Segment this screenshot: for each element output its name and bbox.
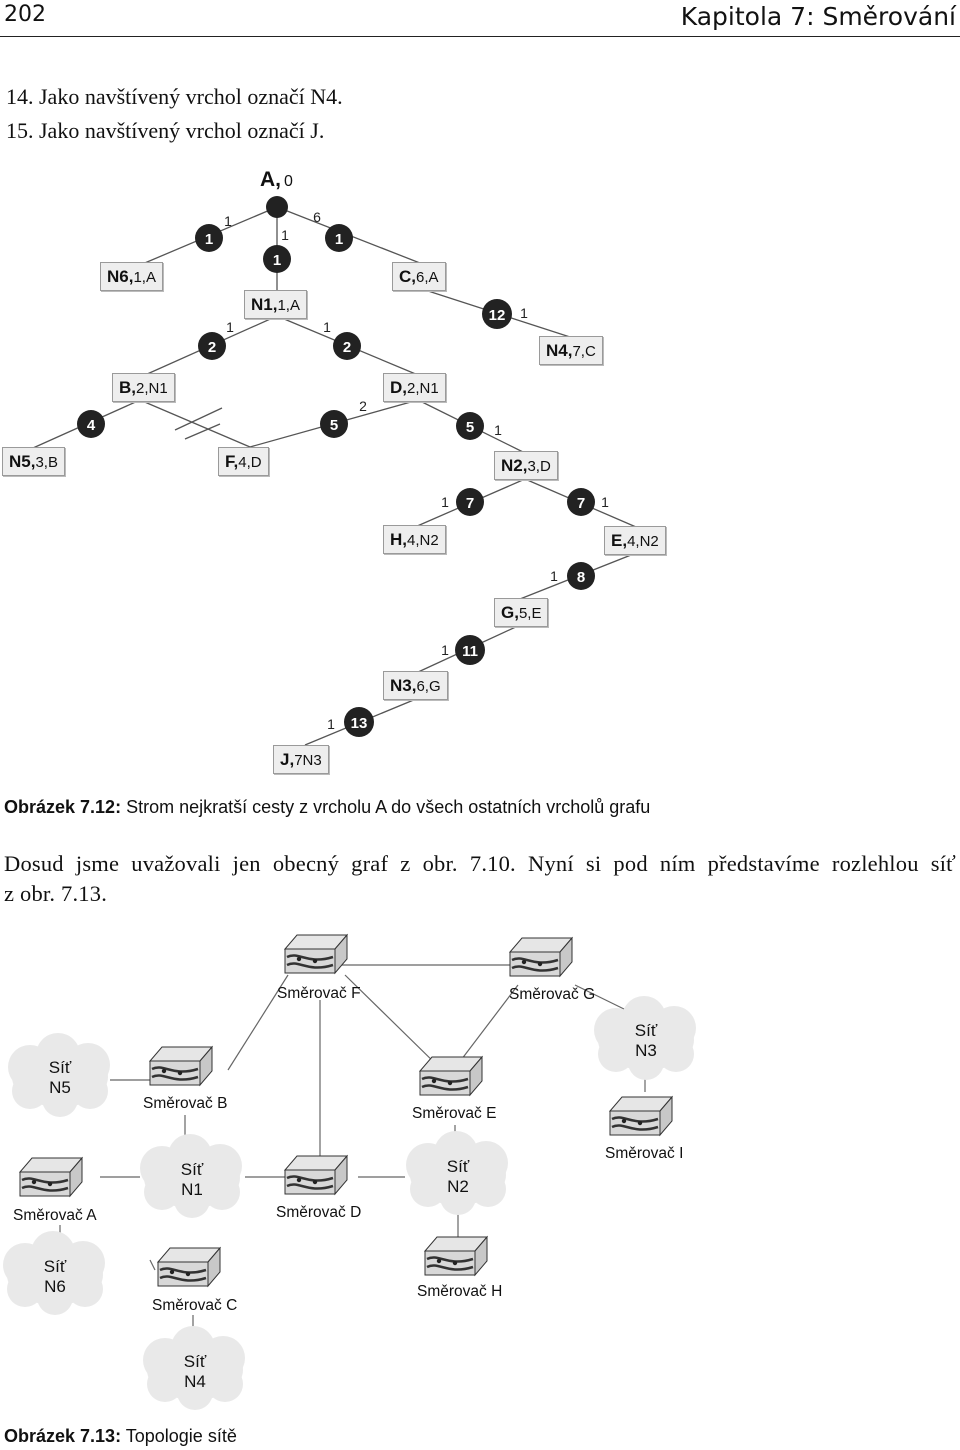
- root-label-value: 0: [284, 173, 293, 190]
- step-marker-5b: [456, 412, 484, 440]
- edge-weight: 1: [441, 642, 449, 658]
- body-paragraph: Dosud jsme uvažovali jen obecný graf z o…: [4, 849, 956, 909]
- figure-caption-7-13: Obrázek 7.13: Topologie sítě: [4, 1426, 237, 1446]
- router-D-label: Směrovač D: [276, 1204, 362, 1221]
- tree-node-N5: N5,3,B: [2, 447, 65, 476]
- marker-text: 12: [489, 307, 506, 324]
- marker-text: 1: [205, 231, 213, 248]
- step-14: 14. Jako navštívený vrchol označí N4.: [6, 84, 343, 109]
- router-D-icon: [283, 1154, 349, 1196]
- shortest-path-tree-diagram: 1 1 1 12 2 2 4 5 5 7 7 8 11 13 1 1 6 1 1…: [32, 168, 637, 746]
- tree-node-N2: N2,3,D: [494, 451, 558, 480]
- step-marker-7a: [456, 488, 484, 516]
- edge-weight: 1: [281, 227, 289, 243]
- marker-text: 1: [335, 231, 343, 248]
- tree-node-G: G,5,E: [494, 598, 549, 627]
- tree-node-C: C,6,A: [392, 262, 446, 291]
- marker-text: 11: [462, 643, 478, 660]
- marker-text: 7: [466, 495, 474, 512]
- page-header: 202 Kapitola 7: Směrování: [0, 0, 960, 37]
- marker-text: 7: [577, 495, 585, 512]
- router-C-label: Směrovač C: [152, 1297, 238, 1314]
- router-I-icon: [608, 1095, 674, 1137]
- edge-weight: 1: [441, 494, 449, 510]
- step-marker-12: [482, 299, 512, 329]
- step-marker-1a: [195, 224, 223, 252]
- marker-text: 2: [343, 339, 351, 356]
- figure-caption-7-12: Obrázek 7.12: Strom nejkratší cesty z vr…: [4, 797, 651, 817]
- edge-weight: 1: [323, 319, 331, 335]
- edge-weight: 1: [494, 422, 502, 438]
- step-marker-13: [344, 707, 374, 737]
- router-F-icon: [283, 933, 349, 975]
- router-H-label: Směrovač H: [417, 1283, 503, 1300]
- tree-node-D: D,2,N1: [383, 373, 446, 402]
- marker-text: 5: [330, 417, 338, 434]
- tree-node-H: H,4,N2: [383, 525, 446, 554]
- tree-node-N4: N4,7,C: [539, 336, 603, 365]
- step-marker-5a: [320, 410, 348, 438]
- network-topology-diagram: [3, 933, 696, 1410]
- edge-weight: 1: [601, 494, 609, 510]
- marker-text: 1: [273, 252, 281, 269]
- marker-text: 2: [208, 339, 216, 356]
- tree-node-J: J,7N3: [273, 745, 329, 774]
- router-B-icon: [148, 1045, 214, 1087]
- router-F-label: Směrovač F: [277, 985, 361, 1002]
- router-G-icon: [508, 936, 574, 978]
- router-B-label: Směrovač B: [143, 1095, 228, 1112]
- step-marker-2b: [333, 332, 361, 360]
- tree-node-B: B,2,N1: [112, 373, 175, 402]
- edge-weight: 1: [550, 568, 558, 584]
- root-label-name: A,: [260, 168, 281, 191]
- step-marker-1b: [263, 245, 291, 273]
- root-node-dot: [266, 196, 288, 218]
- marker-text: 13: [351, 715, 368, 732]
- router-H-icon: [423, 1235, 489, 1277]
- paragraph-line-1: Dosud jsme uvažovali jen obecný graf z o…: [4, 851, 956, 876]
- step-marker-1c: [325, 224, 353, 252]
- edge-weight: 1: [226, 319, 234, 335]
- chapter-title: Kapitola 7: Směrování: [680, 2, 956, 31]
- step-marker-7b: [567, 488, 595, 516]
- paragraph-line-2: z obr. 7.13.: [4, 881, 108, 906]
- edge-weight: 1: [327, 716, 335, 732]
- tree-node-N1: N1,1,A: [244, 290, 307, 319]
- edge-weight: 1: [520, 305, 528, 321]
- router-E-icon: [418, 1055, 484, 1097]
- edge-weight: 6: [313, 209, 321, 225]
- tree-node-N3: N3,6,G: [383, 671, 448, 700]
- router-A-label: Směrovač A: [13, 1207, 97, 1224]
- router-E-label: Směrovač E: [412, 1105, 497, 1122]
- tree-node-F: F,4,D: [218, 447, 269, 476]
- edge-weight: 1: [224, 213, 232, 229]
- marker-text: 5: [466, 419, 474, 436]
- step-15: 15. Jako navštívený vrchol označí J.: [6, 118, 325, 143]
- marker-text: 4: [87, 417, 96, 434]
- tree-node-E: E,4,N2: [604, 526, 666, 555]
- step-marker-8: [567, 562, 595, 590]
- edge-weight: 2: [359, 398, 367, 414]
- router-C-icon: [156, 1246, 222, 1288]
- step-marker-4: [77, 410, 105, 438]
- router-G-label: Směrovač G: [509, 986, 596, 1003]
- tree-node-N6: N6,1,A: [100, 262, 163, 291]
- router-A-icon: [18, 1156, 84, 1198]
- step-marker-2a: [198, 332, 226, 360]
- router-I-label: Směrovač I: [605, 1145, 684, 1162]
- marker-text: 8: [577, 569, 585, 586]
- page-number: 202: [4, 2, 46, 27]
- step-marker-11: [455, 635, 485, 665]
